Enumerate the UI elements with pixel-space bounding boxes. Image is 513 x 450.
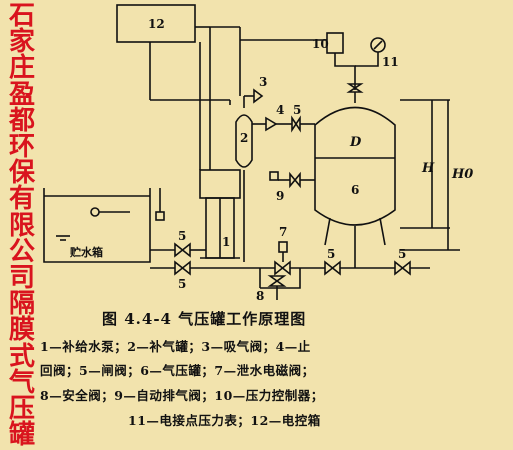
side-title-char: 隔 bbox=[8, 289, 35, 320]
side-title-char: 公 bbox=[8, 236, 35, 267]
label-11: 11 bbox=[382, 55, 399, 69]
label-h: H bbox=[421, 161, 435, 176]
side-title-char: 罐 bbox=[8, 420, 35, 450]
label-d: D bbox=[349, 135, 362, 150]
side-title-char: 环 bbox=[8, 132, 35, 162]
label-12: 12 bbox=[148, 17, 165, 31]
label-5b: 5 bbox=[178, 229, 186, 243]
control-box bbox=[116, 4, 196, 43]
side-title-char: 都 bbox=[8, 105, 35, 136]
side-title-char: 限 bbox=[8, 210, 35, 241]
water-storage-tank bbox=[43, 188, 151, 263]
label-10: 10 bbox=[312, 37, 329, 51]
label-h0: H0 bbox=[451, 167, 473, 182]
label-5d: 5 bbox=[327, 247, 335, 261]
side-title-char: 盈 bbox=[8, 79, 35, 110]
label-7: 7 bbox=[279, 225, 287, 239]
label-5e: 5 bbox=[398, 247, 406, 261]
air-charging-tank bbox=[235, 114, 253, 168]
pressure-controller bbox=[326, 32, 344, 54]
side-title-char: 庄 bbox=[8, 53, 35, 84]
side-title-char: 家 bbox=[8, 27, 35, 58]
label-8: 8 bbox=[256, 289, 264, 303]
label-6: 6 bbox=[351, 183, 359, 197]
legend-line-2: 回阀；5—闸阀；6—气压罐；7—泄水电磁阀； bbox=[40, 363, 315, 378]
pump-motor bbox=[199, 169, 241, 199]
legend-line-1: 1—补给水泵；2—补气罐；3—吸气阀；4—止 bbox=[40, 339, 311, 354]
label-3: 3 bbox=[259, 75, 267, 89]
side-title-char: 保 bbox=[8, 158, 35, 189]
label-5a: 5 bbox=[293, 103, 301, 117]
legend-line-4: 11—电接点压力表；12—电控箱 bbox=[128, 413, 321, 428]
legend-line-3: 8—安全阀；9—自动排气阀；10—压力控制器； bbox=[40, 388, 324, 403]
figure-caption: 图 4.4-4 气压罐工作原理图 bbox=[102, 310, 307, 328]
label-1: 1 bbox=[222, 235, 230, 249]
water-tank-label: 贮水箱 bbox=[69, 245, 103, 259]
side-title-char: 石 bbox=[8, 1, 35, 31]
side-title-char: 式 bbox=[8, 341, 35, 372]
label-2: 2 bbox=[240, 131, 248, 145]
label-5c: 5 bbox=[178, 277, 186, 291]
side-title-char: 司 bbox=[8, 263, 35, 293]
side-title-char: 有 bbox=[8, 184, 35, 215]
side-title-char: 气 bbox=[8, 367, 35, 398]
label-9: 9 bbox=[276, 189, 284, 203]
label-4: 4 bbox=[276, 103, 284, 117]
pressure-tank bbox=[314, 106, 396, 226]
side-title-char: 膜 bbox=[8, 315, 35, 346]
side-title-char: 压 bbox=[8, 394, 35, 424]
